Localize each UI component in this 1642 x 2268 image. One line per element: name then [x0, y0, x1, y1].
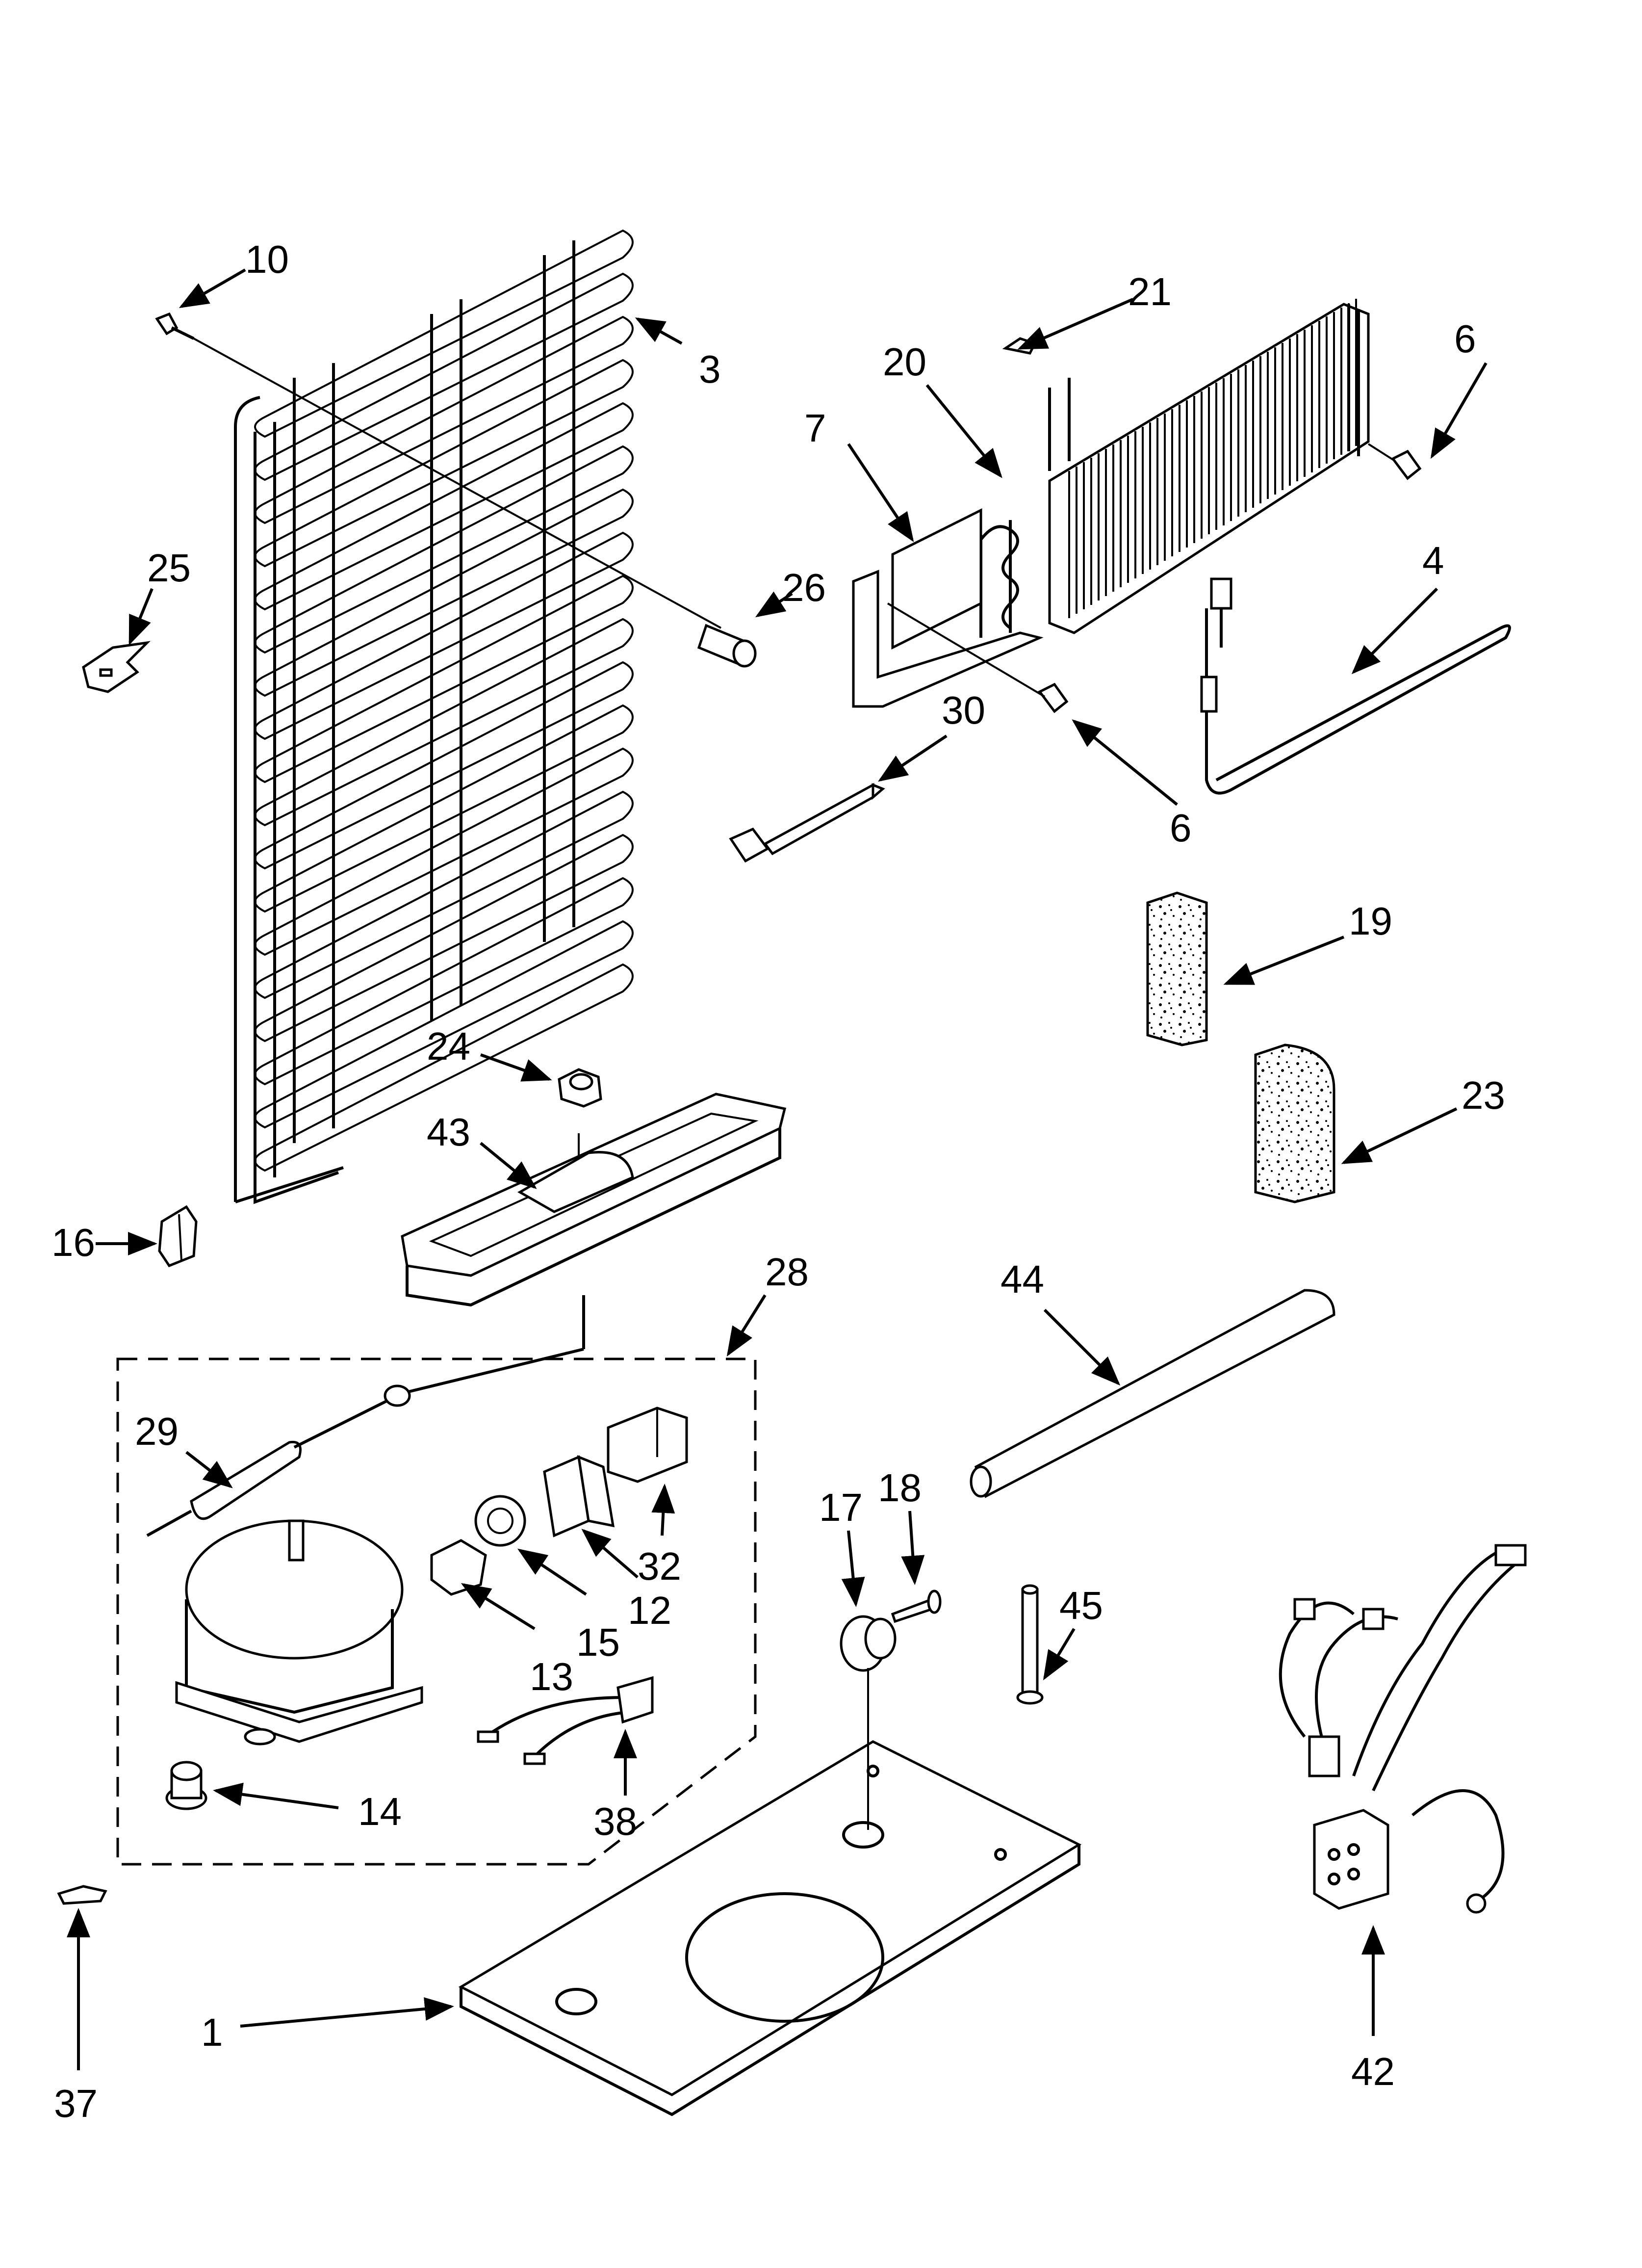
roller-17: [840, 1615, 897, 1830]
callout-45: 45: [1059, 1584, 1103, 1627]
tie-strap-30: [729, 782, 885, 863]
leader-arrows: [67, 268, 1488, 2070]
compressor-kit-outline: [116, 1357, 757, 1866]
callout-16: 16: [51, 1221, 95, 1264]
callout-37: 37: [54, 2082, 98, 2125]
callout-6-upper: 6: [1454, 317, 1476, 361]
callout-24: 24: [427, 1024, 470, 1068]
cover-12: [543, 1455, 615, 1538]
callout-38: 38: [593, 1799, 637, 1843]
grommet-14: [165, 1761, 207, 1810]
callout-17: 17: [819, 1486, 863, 1529]
wiring-38: [477, 1676, 654, 1765]
foam-block-23: [1254, 1043, 1335, 1203]
screw-6-lower: [887, 602, 1069, 713]
callout-15: 15: [576, 1620, 620, 1664]
clip-37: [57, 1885, 107, 1905]
base-pan-1: [458, 1740, 1082, 2116]
wire-harness-42: [1279, 1544, 1527, 1914]
callout-26: 26: [782, 566, 826, 609]
callout-6-lower: 6: [1170, 806, 1192, 850]
callout-1: 1: [201, 2010, 223, 2054]
nut-24: [558, 1068, 602, 1108]
callout-labels: 10 3 25 26 21 20 7 6 4 30 6 19 23 24 43 …: [51, 237, 1505, 2125]
compressor: [175, 1519, 423, 1746]
callout-30: 30: [942, 688, 985, 732]
leader-line-screw: [193, 338, 721, 629]
callout-7: 7: [804, 406, 826, 450]
clip-16: [158, 1205, 198, 1268]
foam-block-19: [1146, 891, 1208, 1046]
bumper-26: [697, 624, 757, 668]
callout-28: 28: [765, 1250, 809, 1294]
callout-29: 29: [135, 1409, 179, 1453]
callout-13: 13: [530, 1655, 573, 1698]
callout-4: 4: [1422, 539, 1444, 582]
callout-14: 14: [358, 1790, 402, 1833]
callout-18: 18: [878, 1466, 922, 1510]
callout-12: 12: [628, 1589, 671, 1632]
drain-pan: [401, 1093, 787, 1395]
screw-6-upper: [1367, 443, 1422, 480]
pin-18: [891, 1590, 942, 1623]
evaporator-bracket-7: [852, 508, 1044, 708]
condenser-coil: [234, 229, 634, 1204]
defrost-heater-4: [1200, 577, 1511, 795]
callout-10: 10: [245, 237, 289, 281]
callout-19: 19: [1349, 899, 1392, 943]
bracket-25: [82, 641, 151, 693]
callout-32: 32: [638, 1544, 681, 1588]
relay-15: [474, 1495, 526, 1547]
callout-44: 44: [1001, 1257, 1044, 1301]
callout-3: 3: [699, 347, 721, 391]
callout-21: 21: [1128, 270, 1172, 313]
screw-10: [155, 312, 195, 340]
filter-drier-29: [146, 1384, 411, 1537]
callout-20: 20: [883, 340, 926, 384]
tube-44: [970, 1289, 1335, 1498]
evaporator: [979, 299, 1370, 638]
callout-25: 25: [147, 546, 191, 590]
capacitor-32: [607, 1407, 688, 1483]
callout-43: 43: [427, 1110, 470, 1154]
pin-45: [1016, 1584, 1044, 1705]
callout-23: 23: [1462, 1073, 1505, 1117]
overload-13: [430, 1539, 487, 1596]
callout-42: 42: [1351, 2050, 1395, 2093]
